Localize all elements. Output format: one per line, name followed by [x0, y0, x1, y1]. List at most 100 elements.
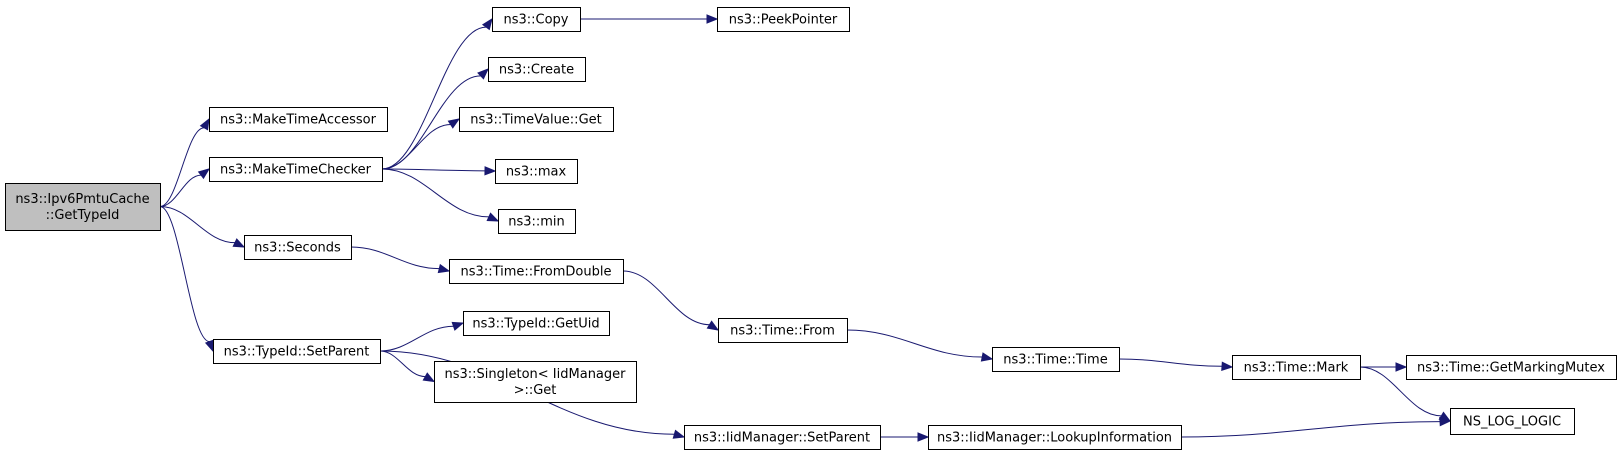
- node-label: ns3::TypeId::GetUid: [472, 317, 599, 332]
- edge-root-to-make-time-checker: [159, 168, 211, 207]
- edge-time-fromdouble-to-time-from: [622, 270, 720, 331]
- node-time-from[interactable]: ns3::Time::From: [718, 318, 848, 343]
- node-box: [209, 157, 383, 182]
- edge-make-time-checker-to-max: [381, 166, 497, 176]
- node-peek-pointer[interactable]: ns3::PeekPointer: [717, 7, 850, 32]
- call-graph-nodes: ns3::Ipv6PmtuCache::GetTypeId ns3::MakeTi…: [5, 7, 1617, 450]
- edge-arrowhead: [484, 166, 497, 176]
- node-ns-log-logic[interactable]: NS_LOG_LOGIC: [1450, 408, 1575, 435]
- edge-typeid-setparent-to-typeid-getuid: [379, 321, 465, 352]
- edge-iidmanager-lookupinformation-to-ns-log-logic: [1180, 416, 1452, 438]
- node-label: ns3::PeekPointer: [729, 13, 838, 28]
- node-box: [5, 183, 161, 231]
- node-box: [213, 339, 381, 364]
- edge-root-to-seconds: [159, 206, 246, 248]
- edge-arrowhead: [199, 117, 210, 131]
- edge-seconds-to-time-fromdouble: [350, 246, 451, 274]
- node-label: ns3::Time::GetMarkingMutex: [1417, 361, 1605, 376]
- edge-time-mark-to-time-getmarkingmutex: [1360, 362, 1408, 372]
- node-seconds[interactable]: ns3::Seconds: [244, 235, 352, 260]
- node-box: [1232, 355, 1361, 380]
- edge-make-time-checker-to-copy: [381, 17, 493, 170]
- edge-line: [381, 26, 487, 170]
- edge-arrowhead: [1439, 416, 1452, 427]
- node-typeid-getuid[interactable]: ns3::TypeId::GetUid: [463, 311, 610, 336]
- node-label: ns3::Ipv6PmtuCache: [15, 192, 149, 207]
- edge-arrowhead: [486, 212, 500, 222]
- node-box: [495, 159, 578, 184]
- edge-time-time-to-time-mark: [1118, 358, 1234, 371]
- node-label: ns3::TypeId::SetParent: [224, 345, 370, 360]
- node-box: [488, 57, 586, 82]
- node-create[interactable]: ns3::Create: [488, 57, 586, 82]
- node-time-mark[interactable]: ns3::Time::Mark: [1232, 355, 1361, 380]
- edge-time-from-to-time-time: [846, 329, 994, 362]
- node-box: [1450, 408, 1575, 435]
- node-typeid-setparent[interactable]: ns3::TypeId::SetParent: [213, 339, 381, 364]
- edge-arrowhead: [481, 17, 493, 31]
- edge-arrowhead: [706, 14, 719, 24]
- node-box: [498, 209, 576, 234]
- node-time-getmarkingmutex[interactable]: ns3::Time::GetMarkingMutex: [1406, 355, 1617, 380]
- node-root[interactable]: ns3::Ipv6PmtuCache::GetTypeId: [5, 183, 161, 231]
- node-box: [718, 318, 848, 343]
- edge-iidmanager-setparent-to-iidmanager-lookupinformation: [880, 432, 930, 442]
- node-label: ns3::MakeTimeAccessor: [220, 113, 377, 128]
- node-time-fromdouble[interactable]: ns3::Time::FromDouble: [449, 259, 624, 284]
- node-max[interactable]: ns3::max: [495, 159, 578, 184]
- node-box: [992, 347, 1120, 372]
- node-make-time-accessor[interactable]: ns3::MakeTimeAccessor: [209, 107, 388, 132]
- node-make-time-checker[interactable]: ns3::MakeTimeChecker: [209, 157, 383, 182]
- node-iidmanager-setparent[interactable]: ns3::IidManager::SetParent: [684, 425, 881, 450]
- edge-arrowhead: [1221, 361, 1234, 371]
- edge-line: [379, 325, 454, 352]
- node-label: ns3::Time::Mark: [1244, 361, 1349, 376]
- edge-arrowhead: [197, 168, 211, 180]
- node-label: ns3::max: [506, 165, 567, 180]
- node-box: [492, 7, 581, 32]
- node-box: [244, 235, 352, 260]
- node-box: [449, 259, 624, 284]
- edge-line: [381, 168, 486, 172]
- edge-line: [381, 123, 451, 170]
- edge-arrowhead: [706, 320, 720, 331]
- node-time-time[interactable]: ns3::Time::Time: [992, 347, 1120, 372]
- edge-root-to-make-time-accessor: [159, 117, 210, 207]
- edge-arrowhead: [232, 238, 246, 248]
- node-label: ns3::MakeTimeChecker: [220, 163, 372, 178]
- node-label: ns3::Create: [499, 63, 574, 78]
- node-label: ns3::Seconds: [254, 241, 341, 256]
- node-singleton-get[interactable]: ns3::Singleton< IidManager>::Get: [434, 361, 637, 403]
- edge-arrowhead: [917, 432, 930, 442]
- edge-make-time-checker-to-min: [381, 168, 500, 222]
- edge-arrowhead: [437, 263, 451, 274]
- edge-arrowhead: [422, 372, 436, 383]
- node-label: ns3::min: [508, 215, 565, 230]
- node-min[interactable]: ns3::min: [498, 209, 576, 234]
- node-box: [717, 7, 850, 32]
- node-label: ns3::Time::FromDouble: [461, 265, 612, 280]
- edge-make-time-checker-to-timevalue-get: [381, 118, 461, 170]
- edge-copy-to-peek-pointer: [580, 14, 719, 24]
- node-box: [1406, 355, 1617, 380]
- edge-typeid-setparent-to-singleton-get: [379, 350, 436, 383]
- node-box: [459, 107, 614, 132]
- edge-arrowhead: [204, 339, 214, 353]
- node-box: [209, 107, 388, 132]
- edge-line: [159, 127, 205, 207]
- edge-arrowhead: [1395, 362, 1408, 372]
- node-label: ns3::IidManager::SetParent: [694, 431, 870, 446]
- node-label: ns3::Time::From: [730, 324, 835, 339]
- edge-line: [159, 206, 235, 244]
- node-iidmanager-lookupinformation[interactable]: ns3::IidManager::LookupInformation: [928, 425, 1182, 450]
- edge-line: [381, 168, 489, 218]
- node-timevalue-get[interactable]: ns3::TimeValue::Get: [459, 107, 614, 132]
- node-box: [684, 425, 881, 450]
- node-label: ns3::Copy: [503, 13, 568, 28]
- node-label: ns3::TimeValue::Get: [470, 113, 602, 128]
- edge-line: [846, 329, 983, 358]
- edge-arrowhead: [672, 429, 686, 439]
- node-label: ns3::IidManager::LookupInformation: [937, 431, 1172, 446]
- node-copy[interactable]: ns3::Copy: [492, 7, 581, 32]
